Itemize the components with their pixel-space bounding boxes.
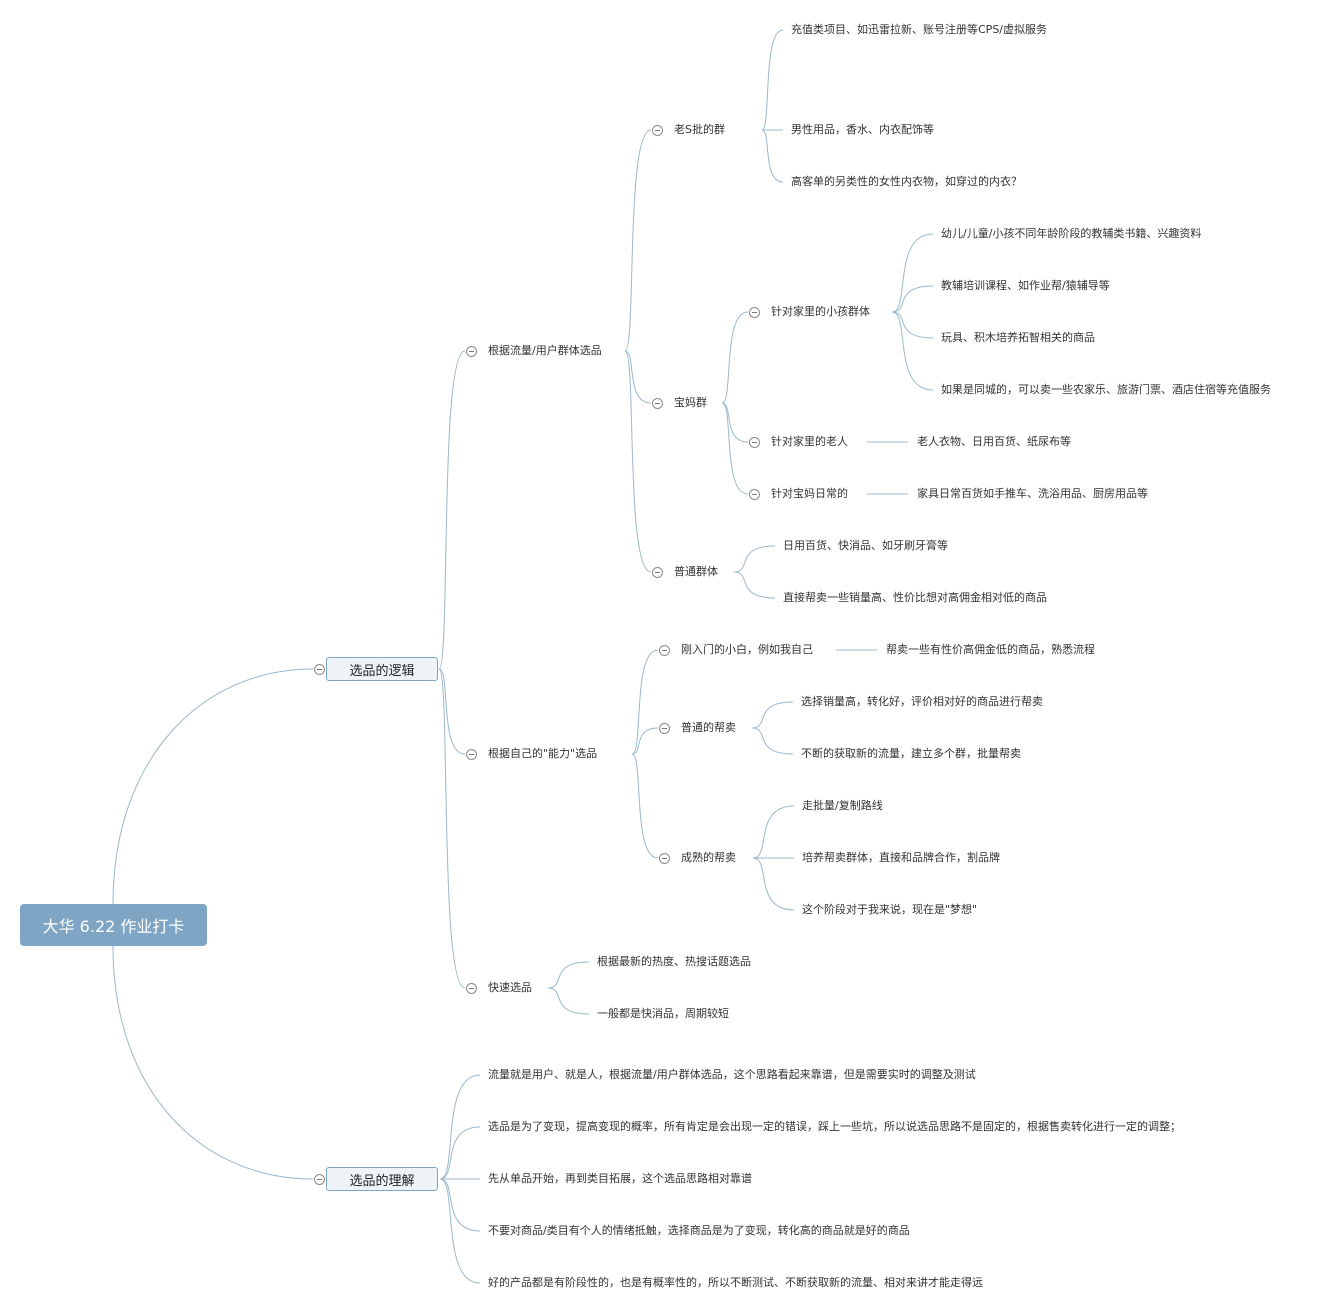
node-daily[interactable]: 针对宝妈日常的 — [771, 487, 848, 500]
leaf-item: 教辅培训课程、如作业帮/猿辅导等 — [941, 279, 1110, 292]
connector-line — [733, 571, 776, 599]
collapse-icon[interactable] — [466, 346, 477, 357]
connector-line — [547, 987, 590, 1015]
connector-line — [624, 129, 652, 352]
connector-line — [721, 402, 749, 443]
leaf-item: 充值类项目、如迅雷拉新、账号注册等CPS/虚拟服务 — [791, 23, 1048, 36]
connector-line — [761, 29, 784, 131]
connector-line — [891, 285, 934, 313]
collapse-icon[interactable] — [749, 489, 760, 500]
leaf-item: 直接帮卖一些销量高、性价比想对高佣金相对低的商品 — [783, 591, 1047, 604]
connector-line — [438, 350, 466, 670]
leaf-item: 幼儿/儿童/小孩不同年龄阶段的教辅类书籍、兴趣资料 — [941, 227, 1202, 240]
leaf-item: 流量就是用户、就是人，根据流量/用户群体选品，这个思路看起来靠谱，但是需要实时的… — [488, 1068, 976, 1081]
connector-line — [751, 727, 794, 755]
collapse-icon[interactable] — [749, 307, 760, 318]
node-kids[interactable]: 针对家里的小孩群体 — [771, 305, 870, 318]
leaf-item: 高客单的另类性的女性内衣物，如穿过的内衣？ — [791, 175, 1022, 188]
leaf-item: 玩具、积木培养拓智相关的商品 — [941, 331, 1095, 344]
node-understand[interactable]: 选品的理解 — [326, 1167, 438, 1191]
connector-line — [891, 311, 934, 391]
connector-line — [547, 961, 590, 989]
connector-line — [624, 350, 652, 404]
collapse-icon[interactable] — [314, 664, 325, 675]
leaf-item: 选品是为了变现，提高变现的概率，所有肯定是会出现一定的错误，踩上一些坑，所以说选… — [488, 1120, 1181, 1133]
leaf-item: 培养帮卖群体，直接和品牌合作，割品牌 — [802, 851, 1000, 864]
connector-line — [438, 668, 466, 989]
connector-line — [439, 1126, 481, 1180]
connector-line — [631, 649, 659, 755]
leaf-item: 老人衣物、日用百货、纸尿布等 — [917, 435, 1071, 448]
node-traffic[interactable]: 根据流量/用户群体选品 — [488, 344, 602, 357]
node-laos[interactable]: 老S批的群 — [674, 123, 725, 136]
leaf-item: 帮卖一些有性价高佣金低的商品，熟悉流程 — [886, 643, 1095, 656]
connector-line — [631, 727, 659, 755]
leaf-item: 这个阶段对于我来说，现在是"梦想" — [802, 903, 978, 916]
collapse-icon[interactable] — [659, 723, 670, 734]
collapse-icon[interactable] — [652, 125, 663, 136]
root-node[interactable]: 大华 6.22 作业打卡 — [20, 904, 207, 946]
node-mature[interactable]: 成熟的帮卖 — [681, 851, 736, 864]
connector-line — [721, 311, 749, 404]
leaf-item: 先从单品开始，再到类目拓展，这个选品思路相对靠谱 — [488, 1172, 752, 1185]
node-quick[interactable]: 快速选品 — [488, 981, 532, 994]
connector-line — [752, 805, 795, 859]
collapse-icon[interactable] — [659, 645, 670, 656]
leaf-item: 男性用品，香水、内衣配饰等 — [791, 123, 934, 136]
connector-line — [439, 1178, 481, 1284]
connector-line — [112, 668, 314, 905]
leaf-item: 一般都是快消品，周期较短 — [597, 1007, 729, 1020]
connector-line — [438, 668, 466, 755]
connector-line — [631, 753, 659, 859]
leaf-item: 走批量/复制路线 — [802, 799, 883, 812]
leaf-item: 不断的获取新的流量，建立多个群，批量帮卖 — [801, 747, 1021, 760]
node-newbie[interactable]: 刚入门的小白，例如我自己 — [681, 643, 813, 656]
leaf-item: 家具日常百货如手推车、洗浴用品、厨房用品等 — [917, 487, 1148, 500]
connector-line — [112, 945, 314, 1180]
collapse-icon[interactable] — [466, 983, 477, 994]
collapse-icon[interactable] — [652, 567, 663, 578]
node-common[interactable]: 普通群体 — [674, 565, 718, 578]
leaf-item: 根据最新的热度、热搜话题选品 — [597, 955, 751, 968]
node-baoma[interactable]: 宝妈群 — [674, 396, 707, 409]
collapse-icon[interactable] — [749, 437, 760, 448]
connector-line — [891, 233, 934, 313]
node-logic[interactable]: 选品的逻辑 — [326, 657, 438, 681]
leaf-item: 日用百货、快消品、如牙刷牙膏等 — [783, 539, 948, 552]
leaf-item: 如果是同城的，可以卖一些农家乐、旅游门票、酒店住宿等充值服务 — [941, 383, 1271, 396]
connector-line — [733, 545, 776, 573]
connector-line — [439, 1178, 481, 1232]
connector-line — [751, 701, 794, 729]
connector-line — [761, 129, 784, 183]
connector-line — [891, 311, 934, 339]
leaf-item: 好的产品都是有阶段性的，也是有概率性的，所以不断测试、不断获取新的流量、相对来讲… — [488, 1276, 983, 1289]
collapse-icon[interactable] — [659, 853, 670, 864]
node-elder[interactable]: 针对家里的老人 — [771, 435, 848, 448]
collapse-icon[interactable] — [466, 749, 477, 760]
connector-line — [752, 857, 795, 911]
leaf-item: 选择销量高，转化好，评价相对好的商品进行帮卖 — [801, 695, 1043, 708]
leaf-item: 不要对商品/类目有个人的情绪抵触，选择商品是为了变现，转化高的商品就是好的商品 — [488, 1224, 910, 1237]
collapse-icon[interactable] — [652, 398, 663, 409]
connector-line — [624, 350, 652, 573]
connector-line — [721, 402, 749, 495]
node-ability[interactable]: 根据自己的"能力"选品 — [488, 747, 598, 760]
connector-line — [439, 1074, 481, 1180]
node-normal[interactable]: 普通的帮卖 — [681, 721, 736, 734]
collapse-icon[interactable] — [314, 1174, 325, 1185]
